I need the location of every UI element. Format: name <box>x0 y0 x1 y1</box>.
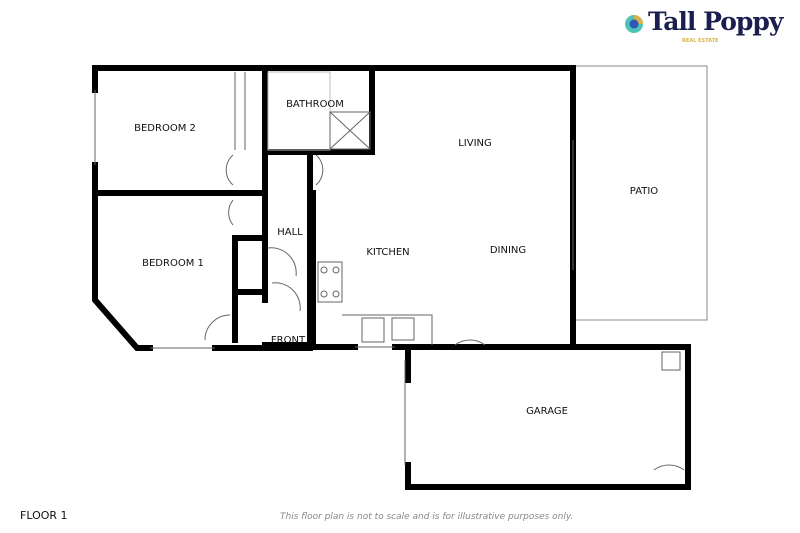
disclaimer: This floor plan is not to scale and is f… <box>280 512 574 522</box>
room-hall: HALL <box>277 227 303 238</box>
patio-outline <box>575 65 708 321</box>
room-front: FRONT <box>271 335 306 346</box>
logo: Tall Poppy REAL ESTATE <box>624 7 794 50</box>
fixtures <box>94 71 685 471</box>
room-bedroom-1: BEDROOM 1 <box>142 258 204 269</box>
room-dining: DINING <box>490 245 526 256</box>
room-patio: PATIO <box>630 186 659 197</box>
floor-label: FLOOR 1 <box>20 509 68 522</box>
brand-tagline: REAL ESTATE <box>682 38 719 44</box>
room-bedroom-2: BEDROOM 2 <box>134 123 196 134</box>
logo-mark-icon <box>625 15 643 33</box>
room-kitchen: KITCHEN <box>366 247 409 258</box>
brand-name: Tall Poppy <box>648 7 783 36</box>
room-garage: GARAGE <box>526 406 568 417</box>
room-bathroom: BATHROOM <box>286 99 344 110</box>
room-living: LIVING <box>458 138 492 149</box>
